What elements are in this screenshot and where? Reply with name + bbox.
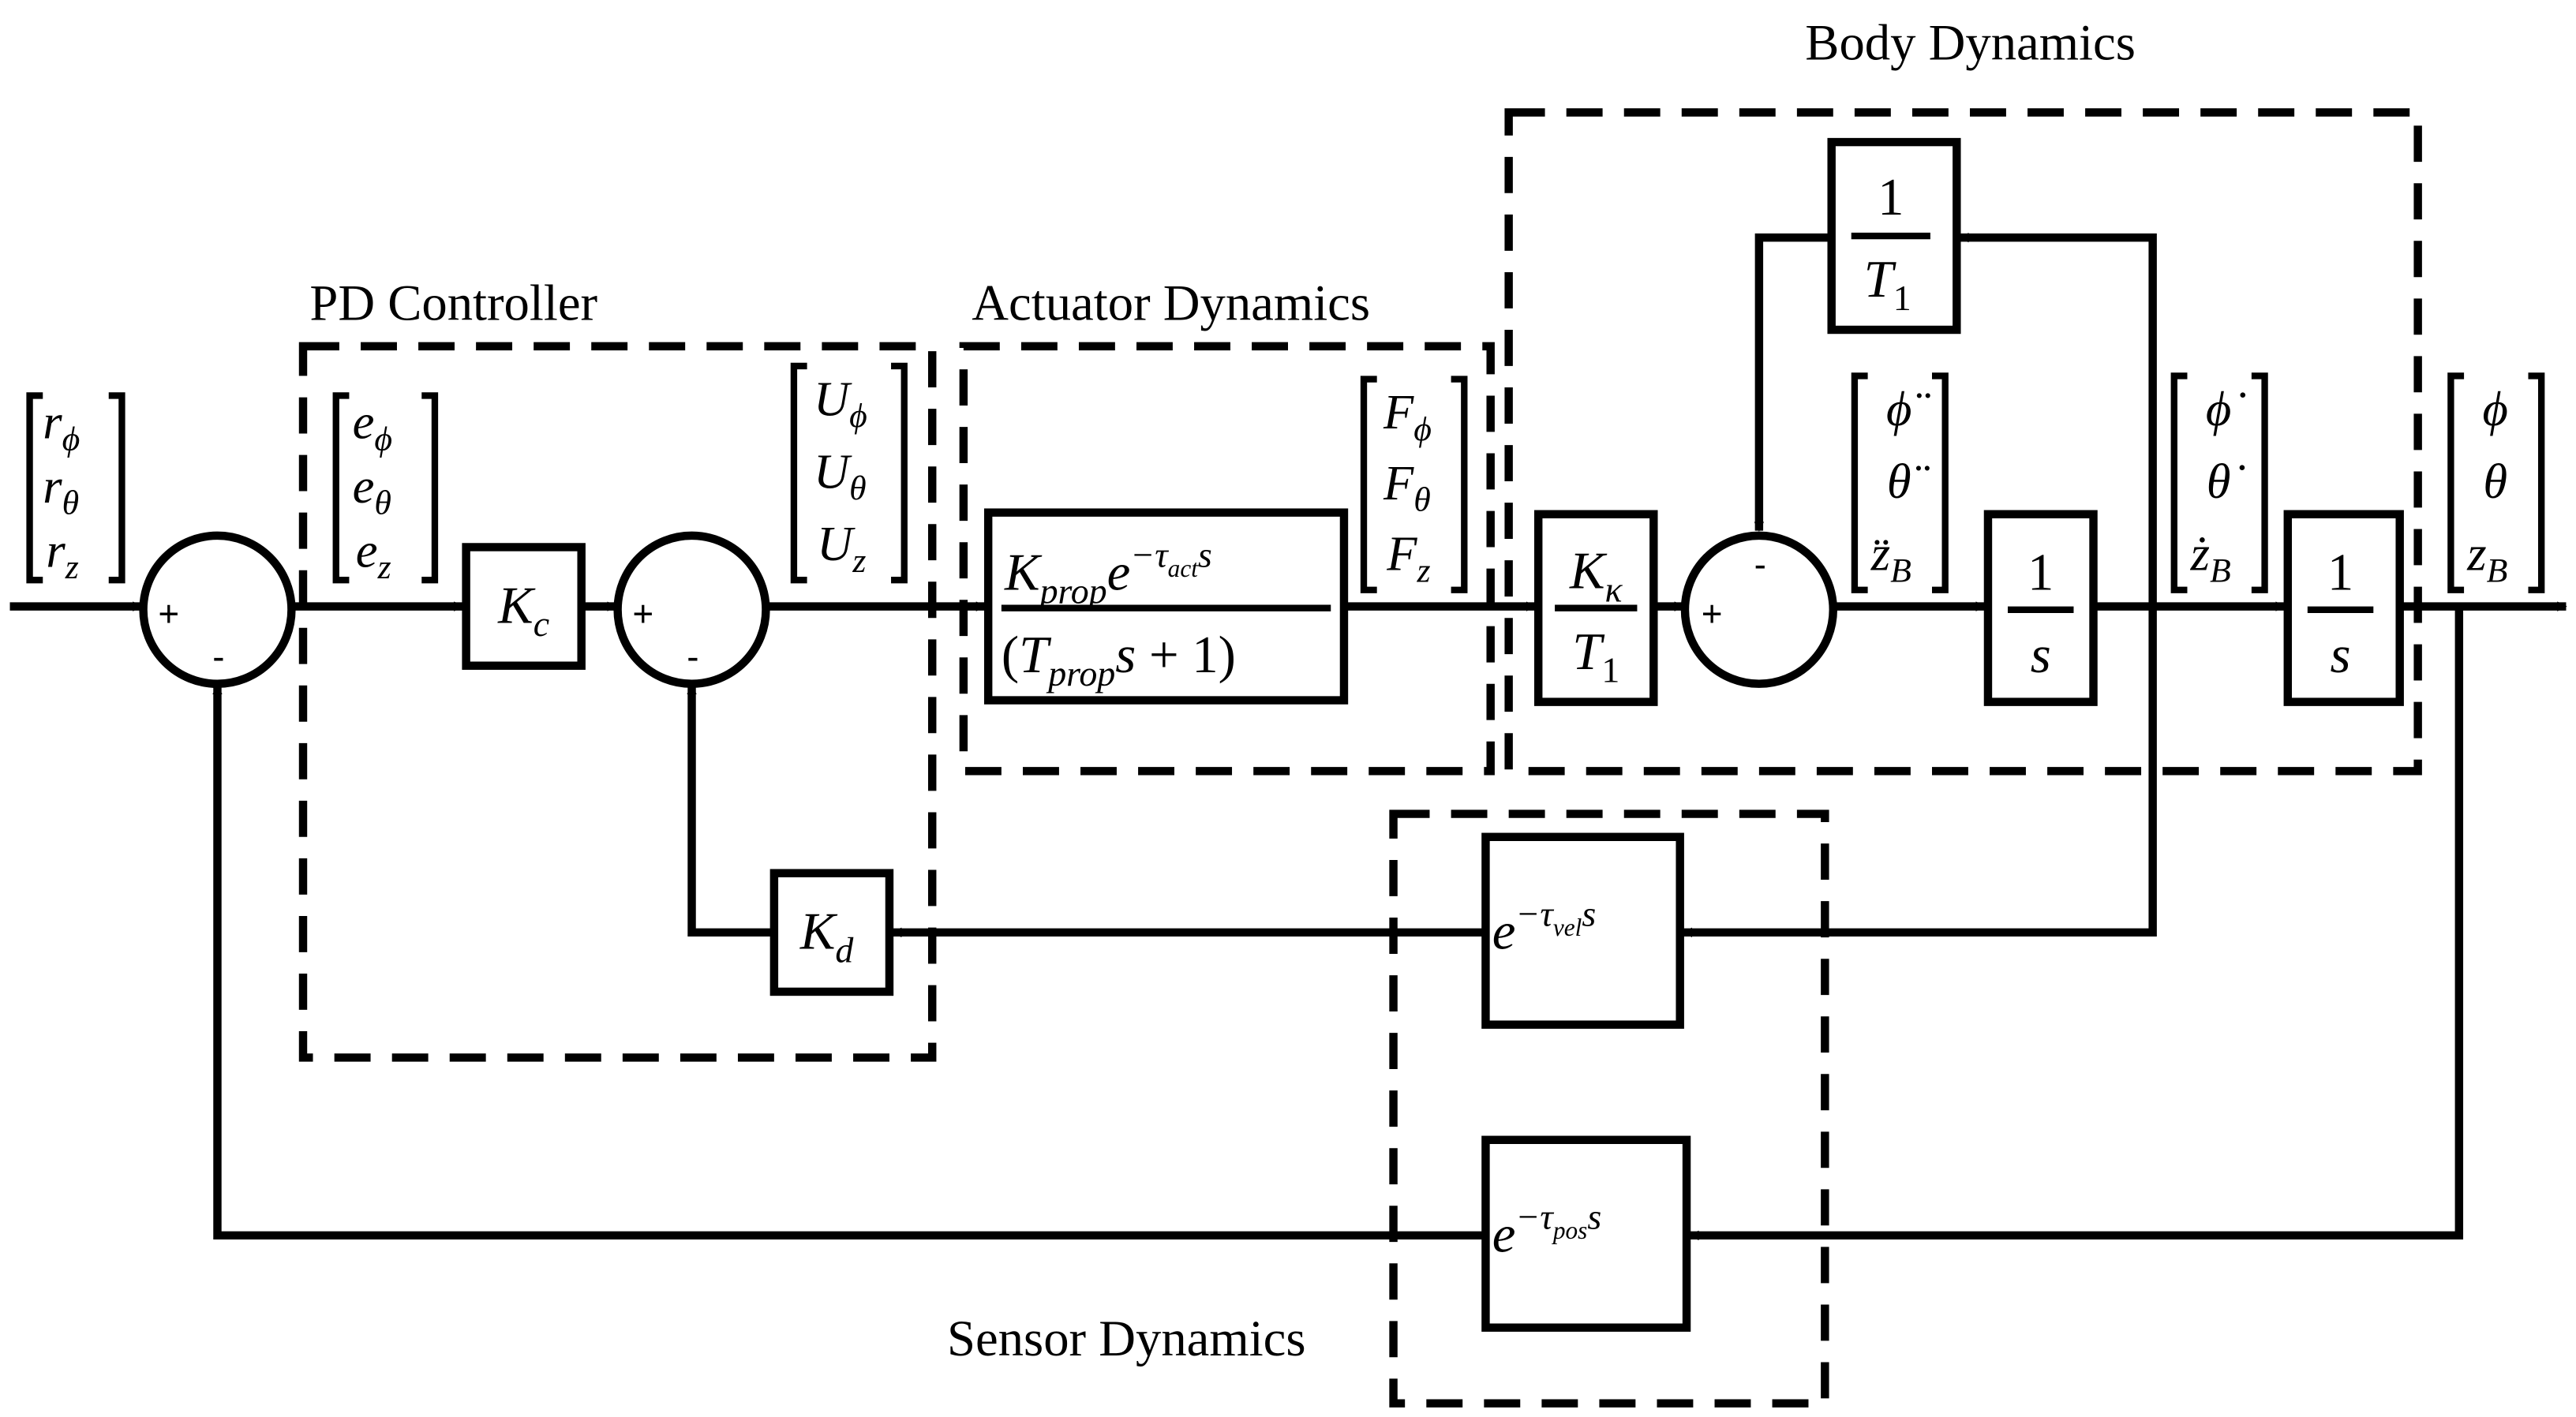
reference-vector: rϕ rθ rz (26, 392, 125, 587)
body-dynamics-title: Body Dynamics (1805, 14, 2136, 71)
summer-3-minus: - (1754, 544, 1766, 585)
velocity-left-bracket (2170, 372, 2188, 593)
acceleration-vector: ϕ̈ θ̈ z̈B (1851, 372, 1949, 593)
control-theta-label: Uθ (814, 443, 867, 507)
actuator-dynamics-boundary (959, 342, 1495, 776)
summer-3: + - (1680, 531, 1837, 688)
sensor-dynamics-boundary (1389, 809, 1829, 1408)
integrator-2-block: 1 s (2283, 510, 2404, 706)
reference-right-bracket (108, 392, 125, 584)
body-dynamics-boundary (1504, 108, 2422, 776)
error-theta-label: eθ (353, 458, 391, 522)
vel-delay-frame (1481, 832, 1684, 1029)
force-right-bracket (1451, 376, 1468, 593)
control-z-label: Uz (817, 516, 866, 580)
error-vector: eϕ eθ ez (332, 392, 439, 587)
reference-z-label: rz (46, 523, 78, 587)
summer-2-plus: + (632, 593, 653, 634)
control-left-bracket (790, 362, 807, 584)
t1-feedback-in-line (1959, 232, 2157, 607)
kd-block-frame (769, 869, 894, 996)
kc-gain-label: Kc (497, 576, 549, 644)
inv-t1-block: 1 T1 (1827, 137, 1961, 335)
output-theta-label: θ (2483, 454, 2507, 509)
force-phi-label: Fϕ (1383, 384, 1432, 448)
pos-delay-label: e−τposs (1492, 1196, 1601, 1263)
pd-controller-boundary (298, 342, 937, 1062)
error-z-label: ez (356, 523, 391, 587)
output-right-bracket (2528, 372, 2545, 593)
velocity-right-bracket (2251, 372, 2268, 593)
summer-1-minus: - (212, 636, 224, 677)
output-phi-label: ϕ (2483, 381, 2508, 436)
acceleration-right-bracket (1932, 372, 1949, 593)
acceleration-z-label: z̈B (1870, 526, 1911, 590)
output-left-bracket (2447, 372, 2465, 593)
actuator-dynamics-title: Actuator Dynamics (972, 274, 1370, 331)
force-left-bracket (1360, 376, 1377, 593)
integrator-1-block: 1 s (1983, 510, 2098, 706)
velocity-feedback-line (1682, 606, 2157, 938)
vel-delay-block: e−τvels (1481, 832, 1684, 1029)
acceleration-left-bracket (1851, 372, 1868, 593)
velocity-vector: ϕ̇ θ̇ żB (2170, 372, 2268, 593)
reference-phi-label: rϕ (43, 394, 80, 458)
kd-gain-label: Kd (799, 903, 855, 970)
signal-lines (9, 232, 2567, 1241)
control-right-bracket (891, 362, 908, 584)
summer-2-circle (613, 531, 770, 688)
error-phi-label: eϕ (353, 394, 392, 458)
integrator-2-denominator: s (2331, 626, 2351, 684)
summer-1-plus: + (158, 593, 179, 634)
velocity-theta-label: θ̇ (2207, 454, 2245, 509)
summer-3-plus: + (1702, 593, 1723, 634)
kc-block: Kc (462, 543, 586, 670)
vel-delay-label: e−τvels (1492, 893, 1596, 960)
actuator-numerator: Kprope−τacts (1004, 535, 1212, 611)
reference-theta-label: rθ (43, 458, 79, 522)
integrator-2-frame (2283, 510, 2404, 706)
gain-numerator: Kκ (1569, 542, 1623, 610)
inv-t1-denominator: T1 (1864, 250, 1911, 318)
actuator-block: Kprope−τacts (Tprops + 1) (983, 508, 1349, 705)
reference-left-bracket (26, 392, 43, 584)
force-vector: Fϕ Fθ Fz (1360, 376, 1468, 593)
position-feedback-line (1688, 606, 2464, 1241)
summer-1-circle (139, 531, 296, 688)
force-z-label: Fz (1386, 526, 1430, 590)
error-left-bracket (332, 392, 350, 584)
integrator-1-numerator: 1 (2027, 544, 2054, 602)
gain-denominator: T1 (1572, 623, 1619, 690)
output-vector: ϕ θ zB (2447, 372, 2545, 593)
pos-delay-block: e−τposs (1481, 1135, 1691, 1332)
integrator-2-numerator: 1 (2327, 544, 2353, 602)
pd-controller-title: PD Controller (309, 274, 597, 331)
inv-t1-numerator: 1 (1878, 168, 1904, 226)
summer-2-minus: - (687, 636, 698, 677)
gain-block: Kκ T1 (1533, 510, 1658, 706)
kc-block-frame (462, 543, 586, 670)
force-theta-label: Fθ (1383, 455, 1431, 519)
control-phi-label: Uϕ (814, 372, 867, 436)
summer-1: + - (139, 531, 296, 688)
actuator-denominator: (Tprops + 1) (1002, 626, 1236, 694)
summer-2: + - (613, 531, 770, 688)
kd-output-line (687, 684, 774, 937)
t1-feedback-out-line (1754, 233, 1832, 532)
velocity-phi-label: ϕ̇ (2206, 381, 2245, 436)
velocity-z-label: żB (2190, 526, 2231, 590)
sensor-dynamics-title: Sensor Dynamics (947, 1310, 1306, 1367)
summer-3-circle (1680, 531, 1837, 688)
integrator-1-denominator: s (2031, 626, 2051, 684)
pos-delay-frame (1481, 1135, 1691, 1332)
acceleration-phi-label: ϕ̈ (1886, 381, 1930, 436)
kd-block: Kd (769, 869, 894, 996)
acceleration-theta-label: θ̈ (1887, 454, 1930, 509)
output-z-label: zB (2466, 526, 2507, 590)
pos-delay-output-line (212, 684, 1486, 1240)
control-vector: Uϕ Uθ Uz (790, 362, 908, 584)
error-right-bracket (421, 392, 439, 584)
